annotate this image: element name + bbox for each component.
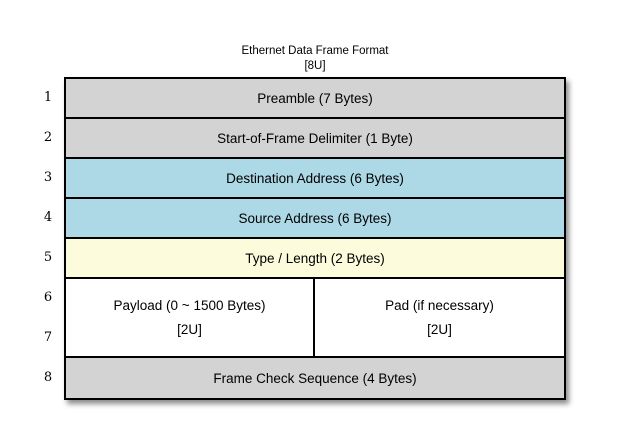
field-preamble-label: Preamble (7 Bytes)	[257, 90, 373, 106]
field-preamble: Preamble (7 Bytes)	[66, 79, 564, 119]
field-payload-units: [2U]	[177, 322, 202, 337]
field-payload-label: Payload (0 ~ 1500 Bytes)	[113, 298, 266, 313]
row-number-4: 4	[43, 209, 53, 225]
row-number-column: 1 2 3 4 5 6 7 8	[36, 77, 60, 397]
field-pad-label: Pad (if necessary)	[385, 298, 494, 313]
field-fcs: Frame Check Sequence (4 Bytes)	[66, 358, 564, 398]
row-number-1: 1	[43, 89, 53, 105]
diagram-title: Ethernet Data Frame Format [8U]	[64, 44, 566, 74]
row-number-8: 8	[43, 369, 53, 385]
row-number-6: 6	[43, 289, 53, 305]
field-pad: Pad (if necessary) [2U]	[315, 279, 564, 356]
diagram-title-line1: Ethernet Data Frame Format	[241, 45, 389, 57]
field-pad-units: [2U]	[427, 322, 452, 337]
diagram-title-line2: [8U]	[304, 60, 326, 72]
field-sfd: Start-of-Frame Delimiter (1 Byte)	[66, 119, 564, 159]
field-source-address-label: Source Address (6 Bytes)	[238, 210, 392, 226]
field-destination-address-label: Destination Address (6 Bytes)	[226, 170, 404, 186]
field-payload-pad-row: Payload (0 ~ 1500 Bytes) [2U] Pad (if ne…	[66, 279, 564, 358]
row-number-5: 5	[43, 249, 53, 265]
field-source-address: Source Address (6 Bytes)	[66, 199, 564, 239]
field-destination-address: Destination Address (6 Bytes)	[66, 159, 564, 199]
field-sfd-label: Start-of-Frame Delimiter (1 Byte)	[217, 130, 413, 146]
field-type-length: Type / Length (2 Bytes)	[66, 239, 564, 279]
field-payload: Payload (0 ~ 1500 Bytes) [2U]	[66, 279, 315, 356]
row-number-7: 7	[43, 329, 53, 345]
ethernet-frame-table: Preamble (7 Bytes) Start-of-Frame Delimi…	[64, 77, 566, 400]
row-number-2: 2	[43, 129, 53, 145]
field-fcs-label: Frame Check Sequence (4 Bytes)	[213, 370, 417, 386]
field-type-length-label: Type / Length (2 Bytes)	[245, 250, 385, 266]
row-number-3: 3	[43, 169, 53, 185]
